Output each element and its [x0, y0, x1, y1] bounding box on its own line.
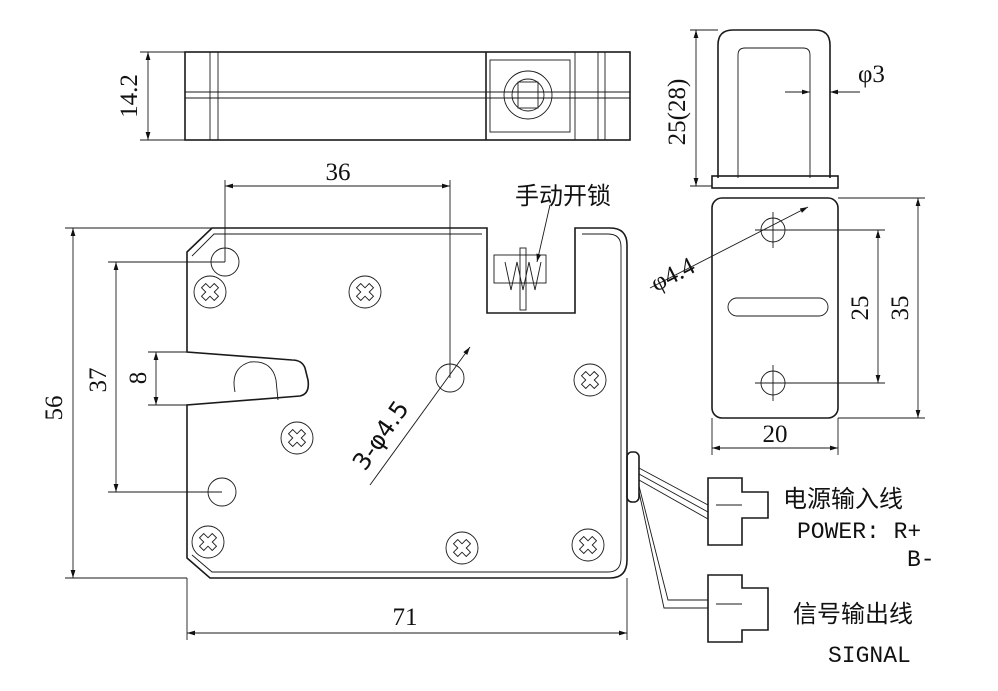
bracket-view: 25(28) φ3 [664, 29, 885, 189]
dim-plate-height: 35 [887, 296, 914, 321]
manual-unlock-label: 手动开锁 [515, 182, 611, 210]
signal-label: SIGNAL [828, 643, 911, 669]
dim-top-height: 14.2 [116, 74, 143, 118]
dim-body-width: 71 [393, 604, 418, 631]
power-cn-label: 电源输入线 [783, 485, 903, 513]
power-label: POWER: R+ [797, 519, 921, 545]
top-view: 14.2 [116, 51, 631, 141]
dim-bracket-height: 25(28) [664, 79, 691, 146]
dim-slot-width: 8 [125, 372, 152, 385]
main-dimensions: 36 56 37 8 71 3-φ4.5 手动开锁 [41, 159, 628, 640]
signal-cn-label: 信号输出线 [793, 600, 913, 628]
dim-hole-spacing-y: 37 [85, 368, 112, 393]
dim-hole-spacing-x: 36 [326, 159, 351, 186]
dim-plate-hole: φ4.4 [646, 252, 699, 297]
dim-bracket-dia: φ3 [858, 61, 885, 88]
dim-body-height: 56 [41, 396, 68, 421]
lock-body-front-view [186, 227, 640, 579]
dim-holes: 3-φ4.5 [347, 396, 415, 476]
signal-connector [707, 574, 769, 643]
dim-plate-width: 20 [763, 421, 788, 448]
wiring: 电源输入线 POWER: R+ B- 信号输出线 SIGNAL [638, 467, 935, 669]
dim-plate-hole-spacing: 25 [847, 296, 874, 321]
power-connector [707, 477, 769, 546]
plate-view: 25 35 20 φ4.4 [646, 197, 925, 455]
power-neg-label: B- [907, 547, 935, 573]
